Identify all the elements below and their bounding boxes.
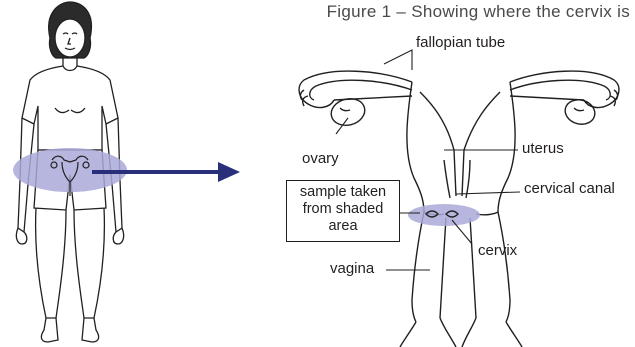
sample-taken-box: sample taken from shaded area — [286, 180, 400, 242]
label-uterus: uterus — [522, 140, 564, 157]
leader-fallopian-tube — [384, 50, 412, 70]
label-cervix: cervix — [478, 242, 517, 259]
sample-box-line-2: from shaded — [287, 201, 399, 218]
leader-cervical-canal — [456, 192, 520, 194]
sample-box-line-3: area — [287, 218, 399, 235]
label-vagina: vagina — [330, 260, 374, 277]
cervix-shaded-area — [408, 204, 480, 226]
label-ovary: ovary — [302, 150, 339, 167]
sample-box-line-1: sample taken — [287, 184, 399, 201]
label-fallopian-tube: fallopian tube — [416, 34, 505, 51]
label-cervical-canal: cervical canal — [524, 180, 615, 197]
